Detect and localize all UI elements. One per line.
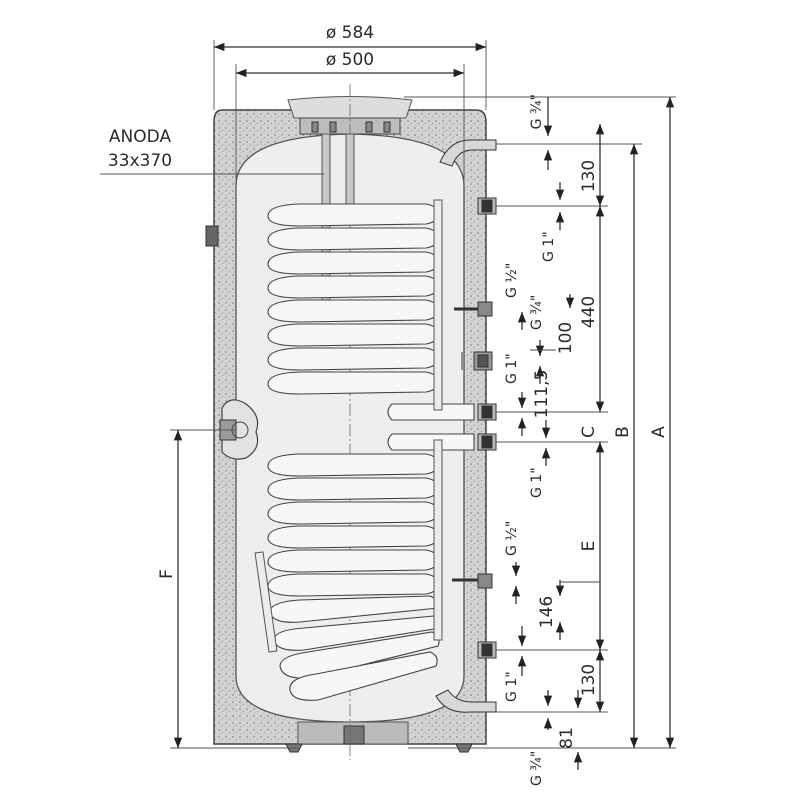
thread-recirculation: G ¾": [529, 295, 545, 330]
bottom-inlet-pipe: [435, 689, 497, 713]
anode-label-size: 33x370: [108, 151, 172, 171]
dim-146: 146: [537, 596, 557, 628]
dim-letter-a: A: [649, 426, 669, 438]
outer-diameter-label: ø 584: [326, 23, 374, 43]
upper-coil-feed-pipe: [433, 199, 443, 411]
extension-lines: [100, 40, 676, 749]
upper-heat-exchanger-coil: [267, 203, 475, 421]
dim-130-top: 130: [579, 160, 599, 192]
inner-diameter-label: ø 500: [326, 50, 374, 70]
side-thermometer-socket: [205, 225, 219, 247]
dim-letter-e: E: [579, 541, 599, 552]
dim-111-5: 111,5: [532, 370, 552, 419]
connection-stubs: [435, 139, 497, 713]
thread-coil-top-upper: G 1": [541, 231, 557, 262]
thread-heater: G 1": [504, 353, 520, 384]
thread-bottom-inlet: G ¾": [529, 751, 545, 786]
thread-sensor-lower: G ½": [504, 521, 520, 556]
side-flange: [221, 399, 259, 460]
dim-letter-b: B: [613, 426, 633, 438]
dim-letter-f: F: [157, 569, 177, 579]
lower-coil-pipes: [254, 439, 443, 653]
labels: ø 584 ø 500 ANODA 33x370 G ¾" G 1" G ½" …: [108, 23, 669, 786]
thread-top-outlet: G ¾": [529, 94, 545, 129]
thread-coil-bottom-lower: G 1": [504, 671, 520, 702]
thread-sensor-upper: G ½": [504, 263, 520, 298]
drain-plug: [343, 725, 365, 745]
dim-130-bottom: 130: [579, 664, 599, 696]
dim-81: 81: [557, 727, 577, 749]
lower-heat-exchanger-coil: [267, 433, 475, 701]
anode-label-title: ANODA: [109, 127, 172, 147]
dim-letter-c: C: [579, 426, 599, 438]
dim-100: 100: [556, 322, 576, 354]
dimension-lines: [173, 42, 675, 770]
dim-440: 440: [579, 296, 599, 328]
thread-coil-top-lower: G 1": [529, 467, 545, 498]
top-outlet-pipe: [439, 139, 497, 167]
